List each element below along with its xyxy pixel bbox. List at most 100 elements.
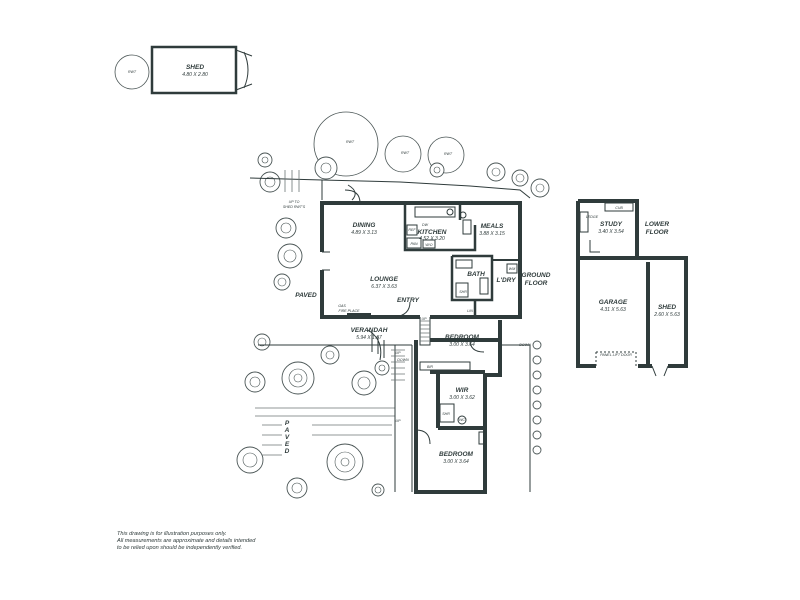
ground-floor-label-1: GROUND [522, 272, 551, 279]
ground-floor-label-2: FLOOR [525, 280, 548, 287]
shrub [320, 345, 340, 365]
shrub [257, 152, 273, 168]
disclaimer-line-2: All measurements are approximate and det… [117, 538, 256, 544]
shrub [275, 217, 297, 239]
wall-oven [422, 239, 436, 249]
main-house: DW REF PAN W/O WM [320, 189, 522, 319]
wir-dims: 3.00 X 3.62 [449, 395, 475, 401]
rwt-label: RWT [346, 140, 355, 144]
up-label: UP [396, 419, 402, 423]
sink [459, 211, 467, 219]
gas-fireplace-label-1: GAS [338, 304, 346, 308]
gas-fireplace-label-2: FIRE PLACE [339, 309, 361, 313]
study-cupboard [604, 202, 634, 212]
lower-floor-label-2: FLOOR [646, 229, 669, 236]
lounge-name: LOUNGE [370, 276, 398, 283]
shr-label: SHR [459, 290, 467, 294]
shrub [281, 361, 315, 395]
shrub [326, 443, 364, 481]
bedroom1-dims: 3.00 X 3.64 [449, 342, 475, 348]
study-name: STUDY [600, 221, 623, 228]
site-lines [249, 170, 531, 492]
study-door [589, 240, 600, 253]
top-shed-group: RWT SHED 4.80 X 2.80 [114, 45, 253, 95]
garage-dims: 4.31 X 5.63 [600, 307, 626, 313]
study-dims: 3.40 X 3.54 [598, 229, 624, 235]
entry-name: ENTRY [397, 297, 420, 304]
down-label: DOWN [519, 343, 531, 347]
shed-right-name: SHED [658, 304, 676, 311]
kitchen-name: KITCHEN [418, 229, 447, 236]
bedroom-door [469, 339, 485, 353]
wc-label: WC [459, 418, 465, 422]
lin-label: LIN [467, 309, 473, 313]
shrub [511, 169, 529, 187]
rwt-tank-2 [384, 135, 422, 173]
bedroom2-name: BEDROOM [439, 451, 474, 458]
garage-walls [576, 256, 688, 368]
stairs [367, 317, 431, 381]
verandah-dims: 5.94 X 1.67 [356, 335, 382, 341]
shrub [374, 360, 390, 376]
kitchen-walls [403, 203, 477, 252]
lounge-dims: 6.37 X 3.63 [371, 284, 397, 290]
laundry-trough [506, 263, 518, 274]
meals-table [462, 219, 472, 235]
shrub [236, 446, 264, 474]
up-label: UP [396, 351, 402, 355]
ensuite-basin [478, 431, 486, 445]
entry-door [394, 301, 411, 318]
shrub [351, 370, 377, 396]
bir-robe [419, 361, 471, 371]
bedroom-wing [414, 315, 502, 494]
laundry-wm-label: WM [509, 267, 515, 271]
bath-name: BATH [467, 271, 485, 278]
shrub [429, 162, 445, 178]
study-ledge [579, 211, 589, 233]
shrub [486, 162, 506, 182]
rwt-label: RWT [128, 70, 137, 74]
garage-name: GARAGE [599, 299, 628, 306]
paved-vertical-p: P [285, 420, 290, 427]
up-to-shed-label-2: SHED RWT'S [283, 205, 306, 209]
down-label: DOWN [397, 358, 409, 362]
pan-label: PAN [410, 242, 418, 246]
dining-dims: 4.89 X 3.13 [351, 230, 377, 236]
ensuite-toilet [457, 415, 467, 425]
garage-door-line [595, 351, 637, 366]
shrub [286, 477, 308, 499]
rwt-label: RWT [401, 151, 410, 155]
bath-walls [450, 254, 520, 319]
up-label: UP [422, 317, 428, 321]
wir-name: WIR [456, 387, 469, 394]
lower-floor-label-1: LOWER [645, 221, 669, 228]
shed-top-name: SHED [186, 64, 204, 71]
landscaping [236, 152, 550, 499]
meals-dims: 3.88 X 3.15 [479, 231, 505, 237]
paved-vertical-a: A [284, 427, 290, 434]
shed-top-door [235, 49, 253, 91]
shrub [314, 156, 338, 180]
shrub [530, 178, 550, 198]
fridge [406, 224, 418, 236]
sink [446, 208, 454, 216]
kitchen-dims: 4.52 X 3.20 [419, 236, 445, 242]
verandah-name: VERANDAH [351, 327, 388, 334]
shrub [273, 273, 291, 291]
bedroom-door [415, 429, 431, 445]
shrub [259, 171, 281, 193]
room-labels: DINING 4.89 X 3.13 KITCHEN 4.52 X 3.20 M… [351, 221, 680, 465]
ref-label: REF [408, 228, 416, 232]
shrub-column [532, 340, 542, 455]
bedroom1-name: BEDROOM [445, 334, 480, 341]
bedroom2-dims: 3.00 X 3.64 [443, 459, 469, 465]
paved-vertical-d: D [285, 448, 290, 455]
shrub [244, 371, 266, 393]
disclaimer-line-3: to be relied upon should be independentl… [117, 545, 243, 551]
pebble-rows [255, 407, 395, 456]
shrub [371, 483, 385, 497]
shrub [253, 333, 271, 351]
disclaimer: This drawing is for illustration purpose… [117, 531, 317, 552]
bath-tub [455, 259, 473, 269]
